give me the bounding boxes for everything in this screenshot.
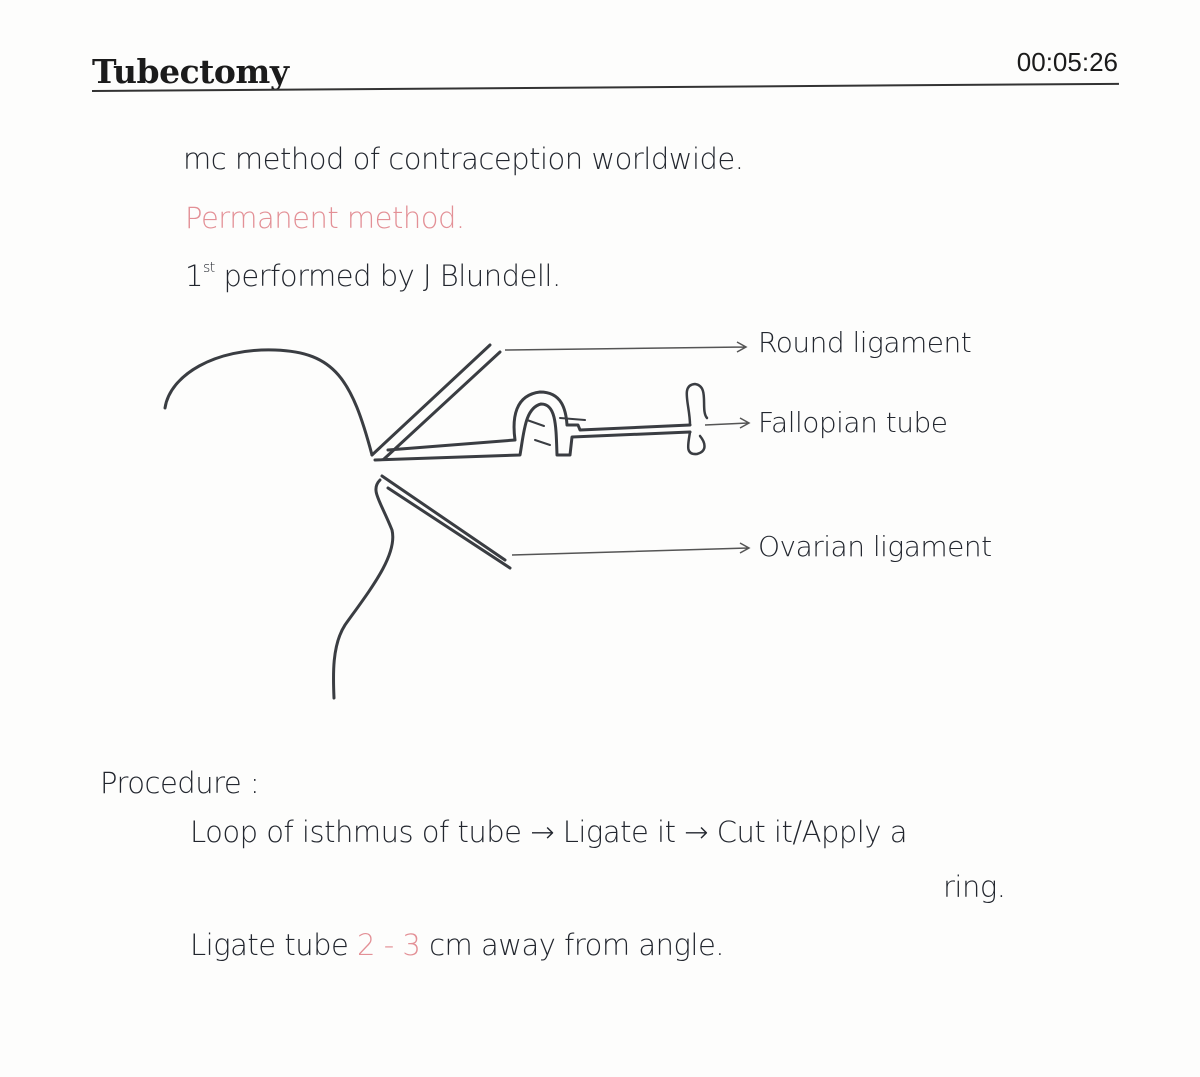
- ovarian-ligament-arrow: [511, 542, 751, 556]
- procedure-steps-continued: ring.: [943, 870, 1006, 904]
- page-title: Tubectomy: [92, 52, 289, 91]
- fimbriae: [685, 382, 709, 456]
- tube-loop-ties: [526, 417, 586, 446]
- round-ligament-arrow: [504, 341, 748, 353]
- label-ovarian-ligament: Ovarian ligament: [758, 530, 992, 563]
- ligate-prefix: Ligate tube: [190, 928, 358, 962]
- fallopian-tube-upper: [386, 390, 692, 452]
- round-ligament: [370, 343, 502, 461]
- label-round-ligament: Round ligament: [758, 326, 972, 359]
- first-performed-text: performed by J Blundell.: [214, 259, 561, 293]
- procedure-steps: Loop of isthmus of tube → Ligate it → Cu…: [190, 815, 907, 849]
- video-timestamp: 00:05:26: [1016, 47, 1118, 77]
- note-line-permanent: Permanent method.: [185, 201, 465, 235]
- ligate-range: 2 - 3: [357, 928, 421, 962]
- note-line-first-performed: 1st performed by J Blundell.: [185, 259, 561, 293]
- uterus-fundus-outline: [163, 348, 374, 457]
- ordinal-number: 1: [185, 259, 203, 293]
- label-fallopian-tube: Fallopian tube: [758, 406, 948, 439]
- uterus-lateral-wall: [331, 478, 395, 700]
- fallopian-tube-lower: [373, 402, 692, 462]
- fallopian-tube-arrow: [704, 417, 751, 429]
- ovarian-ligament: [380, 474, 512, 570]
- ligate-suffix: cm away from angle.: [420, 928, 725, 962]
- ligate-distance-note: Ligate tube 2 - 3 cm away from angle.: [190, 928, 725, 962]
- note-line-most-common: mc method of contraception worldwide.: [183, 142, 744, 176]
- ordinal-suffix: st: [202, 260, 215, 276]
- procedure-heading: Procedure :: [100, 766, 260, 800]
